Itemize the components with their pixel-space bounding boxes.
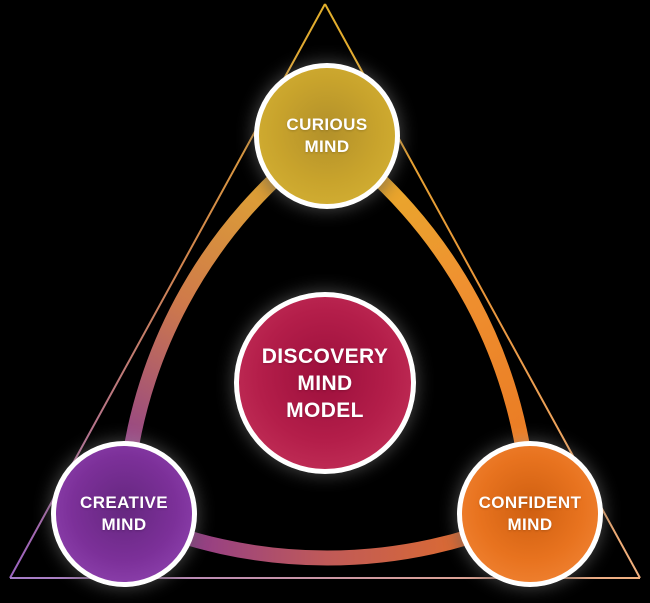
curious-mind-label-line2: MIND (304, 137, 350, 156)
node-creative-mind: CREATIVE MIND (51, 441, 197, 587)
discovery-label-line1: DISCOVERY (261, 344, 389, 368)
creative-mind-label: CREATIVE MIND (80, 492, 168, 536)
confident-mind-label-line1: CONFIDENT (478, 493, 582, 512)
discovery-label-line3: MODEL (286, 398, 364, 422)
creative-mind-label-line1: CREATIVE (80, 493, 168, 512)
node-curious-mind: CURIOUS MIND (254, 63, 400, 209)
confident-mind-label: CONFIDENT MIND (479, 492, 582, 536)
discovery-mind-model-label: DISCOVERY MIND MODEL (262, 343, 389, 424)
node-confident-mind: CONFIDENT MIND (457, 441, 603, 587)
curious-mind-label: CURIOUS MIND (286, 114, 367, 158)
curious-mind-label-line1: CURIOUS (286, 115, 368, 134)
confident-mind-label-line2: MIND (507, 515, 553, 534)
node-discovery-mind-model: DISCOVERY MIND MODEL (234, 292, 416, 474)
creative-mind-label-line2: MIND (101, 515, 147, 534)
discovery-label-line2: MIND (297, 371, 353, 395)
